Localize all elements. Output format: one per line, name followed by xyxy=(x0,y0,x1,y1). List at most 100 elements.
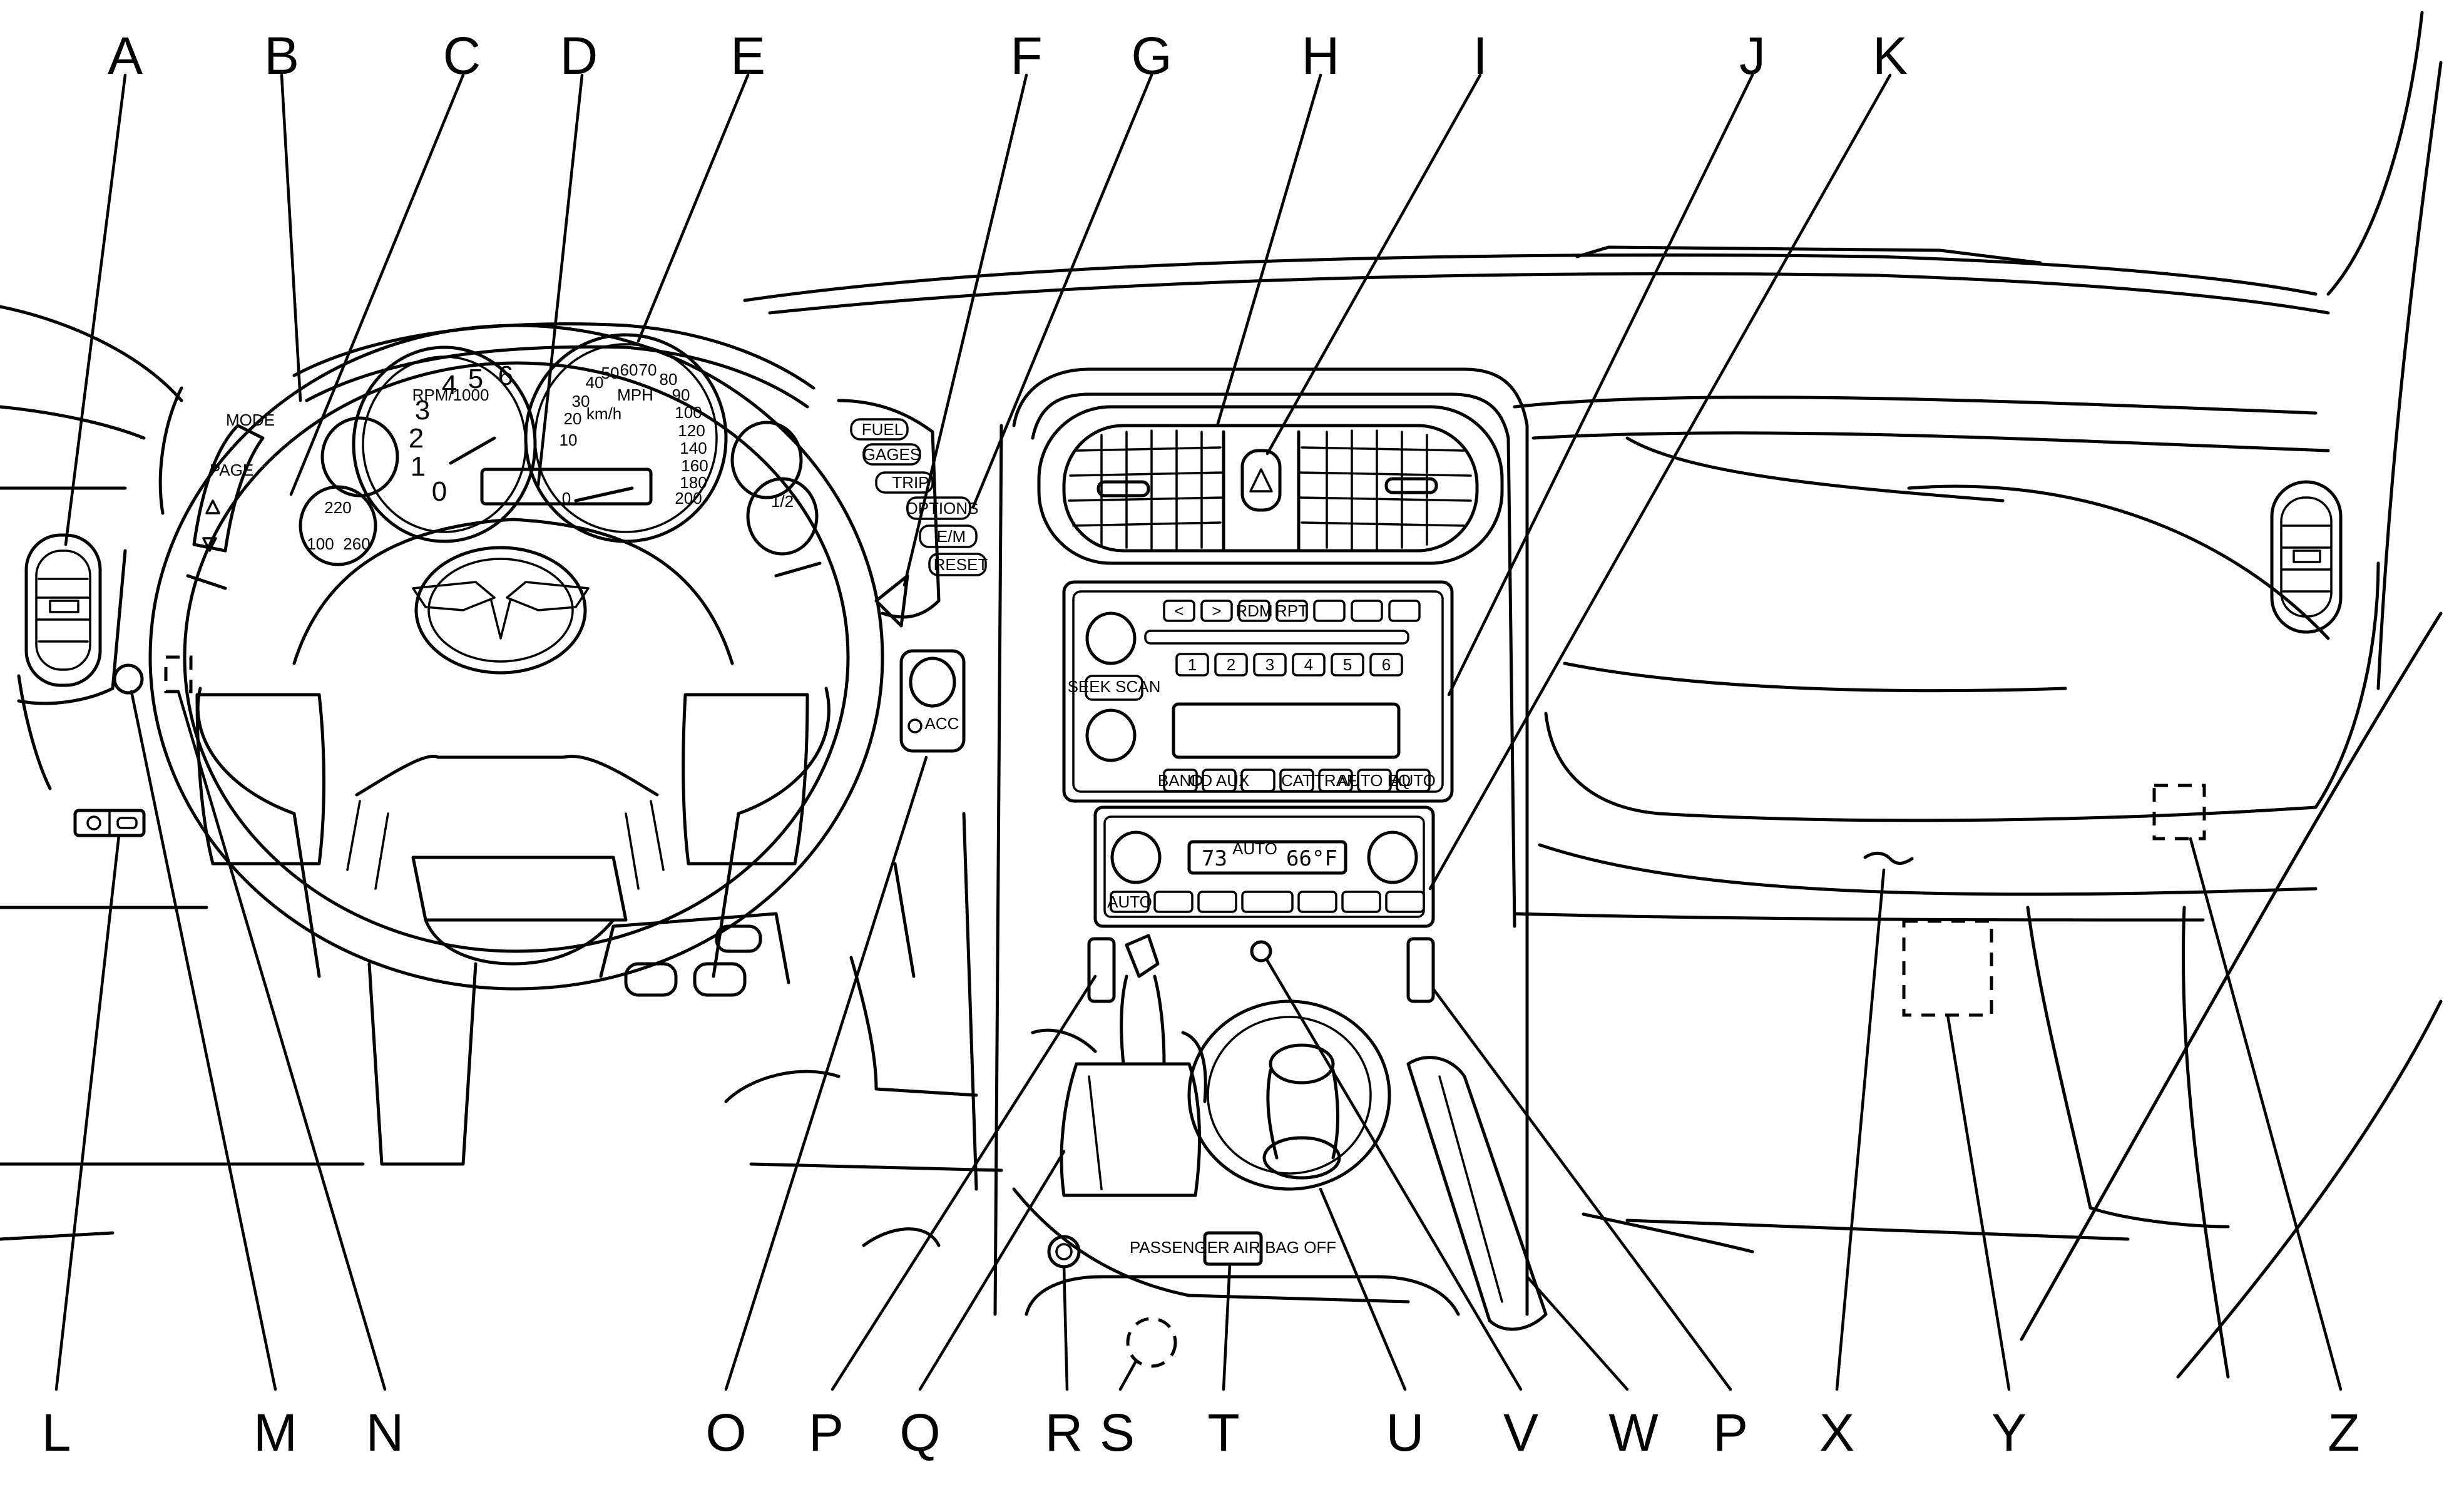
preset-5-button[interactable] xyxy=(1331,653,1364,677)
fuel-button[interactable] xyxy=(850,418,909,441)
left-seat-heater[interactable] xyxy=(1087,937,1116,1003)
radio-auto-button[interactable] xyxy=(1396,769,1431,792)
radio-rdm-button[interactable] xyxy=(1238,600,1270,622)
tach-number-1: 1 xyxy=(411,451,426,482)
power-outlet xyxy=(1250,940,1272,963)
radio-next-label: > xyxy=(1212,601,1221,620)
preset-2-button[interactable] xyxy=(1214,653,1248,677)
trip-button[interactable] xyxy=(875,471,934,494)
radio-next-button[interactable] xyxy=(1200,600,1233,622)
preset-6-button[interactable] xyxy=(1369,653,1403,677)
acc-switch[interactable]: ACC xyxy=(899,649,966,753)
callout-leaders xyxy=(54,73,2343,1391)
climate-display xyxy=(1187,840,1347,875)
speedo-number-10: 10 xyxy=(560,431,578,449)
left-gauge-number-100: 100 xyxy=(307,534,334,553)
speedo-number-50: 50 xyxy=(601,364,620,382)
callout-z: Z xyxy=(2328,1403,2359,1462)
glovebox-handle[interactable] xyxy=(1863,852,1914,865)
mode-climate-button[interactable] xyxy=(1297,891,1337,913)
gages-button[interactable] xyxy=(862,443,921,466)
recirc-button[interactable] xyxy=(1153,891,1194,913)
climate-left-knob[interactable] xyxy=(1110,830,1162,884)
em-button-label: E/M xyxy=(937,527,966,546)
page-button-label: PAGE xyxy=(210,461,253,479)
ignition-icon[interactable] xyxy=(113,663,144,695)
traf-button[interactable] xyxy=(1318,769,1353,792)
speedo-number-160: 160 xyxy=(681,456,708,475)
band-button[interactable] xyxy=(1163,769,1198,792)
radio-eject-button[interactable] xyxy=(1388,600,1421,622)
shifter-knob[interactable] xyxy=(1125,934,1160,978)
headlamp-switches[interactable] xyxy=(73,809,146,837)
traf-label: TRAF xyxy=(1314,771,1357,790)
right-air-vent xyxy=(2270,480,2343,634)
callout-s: S xyxy=(1100,1403,1135,1462)
preset-4-button[interactable] xyxy=(1292,653,1326,677)
options-button-label: OPTIONS xyxy=(905,499,978,518)
front-defog-button[interactable] xyxy=(1385,891,1425,913)
tach-number-2: 2 xyxy=(409,423,424,454)
speedo-mph: MPH xyxy=(617,386,653,404)
radio-volume-knob[interactable] xyxy=(1085,611,1137,665)
callout-u: U xyxy=(1386,1403,1424,1462)
ac-button[interactable] xyxy=(1197,891,1237,913)
gages-button-label: GAGES xyxy=(863,445,921,464)
tach-number-0: 0 xyxy=(432,476,447,507)
radio-presets: 1 2 3 4 5 6 xyxy=(1175,653,1403,677)
right-seat-heater[interactable] xyxy=(1406,937,1435,1003)
fuel-button-label: FUEL xyxy=(862,420,903,439)
radio-prev-button[interactable] xyxy=(1163,600,1195,622)
callout-r: R xyxy=(1045,1403,1083,1462)
console-r-button[interactable] xyxy=(1047,1235,1081,1269)
callout-i: I xyxy=(1473,26,1487,85)
radio-top-button-5[interactable] xyxy=(1313,600,1346,622)
preset-6-label: 6 xyxy=(1382,655,1391,674)
climate-right-knob[interactable] xyxy=(1367,830,1418,884)
climate-auto-button[interactable] xyxy=(1110,891,1150,913)
callout-f: F xyxy=(1010,26,1042,85)
callout-e: E xyxy=(730,26,765,85)
callout-x: X xyxy=(1819,1403,1854,1462)
cat-label: CAT xyxy=(1281,771,1312,790)
hazard-button[interactable] xyxy=(1240,449,1282,512)
auto-eq-label: AUTO EQ xyxy=(1338,771,1411,790)
fuse-block-dashed xyxy=(1902,919,1993,1017)
preset-3-label: 3 xyxy=(1265,655,1274,674)
auto-eq-button[interactable] xyxy=(1357,769,1392,792)
reset-button[interactable] xyxy=(928,553,987,576)
options-button[interactable] xyxy=(906,496,971,520)
preset-5-label: 5 xyxy=(1343,655,1352,674)
trunk-release-dashed xyxy=(2152,784,2206,840)
preset-1-button[interactable] xyxy=(1175,653,1209,677)
radio-top-button-6[interactable] xyxy=(1351,600,1383,622)
seek-scan-button[interactable] xyxy=(1085,675,1143,701)
callout-c: C xyxy=(443,26,481,85)
em-button[interactable] xyxy=(919,524,978,548)
speedo-kmh: km/h xyxy=(586,404,621,423)
preset-2-label: 2 xyxy=(1227,655,1235,674)
cd-aux-button[interactable] xyxy=(1202,769,1237,792)
speedo-number-40: 40 xyxy=(586,373,604,392)
parking-brake[interactable] xyxy=(1406,1056,1548,1331)
callout-b: B xyxy=(264,26,299,85)
cd-aux-label: CD AUX xyxy=(1189,771,1250,790)
reset-button-label: RESET xyxy=(934,555,988,574)
radio-rpt-button[interactable] xyxy=(1275,600,1308,622)
radio-tune-knob[interactable] xyxy=(1085,708,1137,762)
climate-lcd-left: 73 xyxy=(1202,846,1227,871)
radio-top-buttons: < > RDM RPT xyxy=(1163,600,1421,622)
callout-q: Q xyxy=(899,1403,940,1462)
callout-o: O xyxy=(705,1403,746,1462)
speedo-number-180: 180 xyxy=(680,473,707,492)
radio-bottom-button-3[interactable] xyxy=(1240,769,1275,792)
preset-3-button[interactable] xyxy=(1253,653,1287,677)
callout-a: A xyxy=(108,26,143,85)
fan-button[interactable] xyxy=(1241,891,1294,913)
dic-buttons: FUEL GAGES TRIP OPTIONS E/M RESET xyxy=(837,399,988,628)
cat-button[interactable] xyxy=(1279,769,1314,792)
climate-buttons: AUTO xyxy=(1107,891,1425,913)
tach-number-6: 6 xyxy=(498,360,513,391)
rear-defog-button[interactable] xyxy=(1341,891,1381,913)
